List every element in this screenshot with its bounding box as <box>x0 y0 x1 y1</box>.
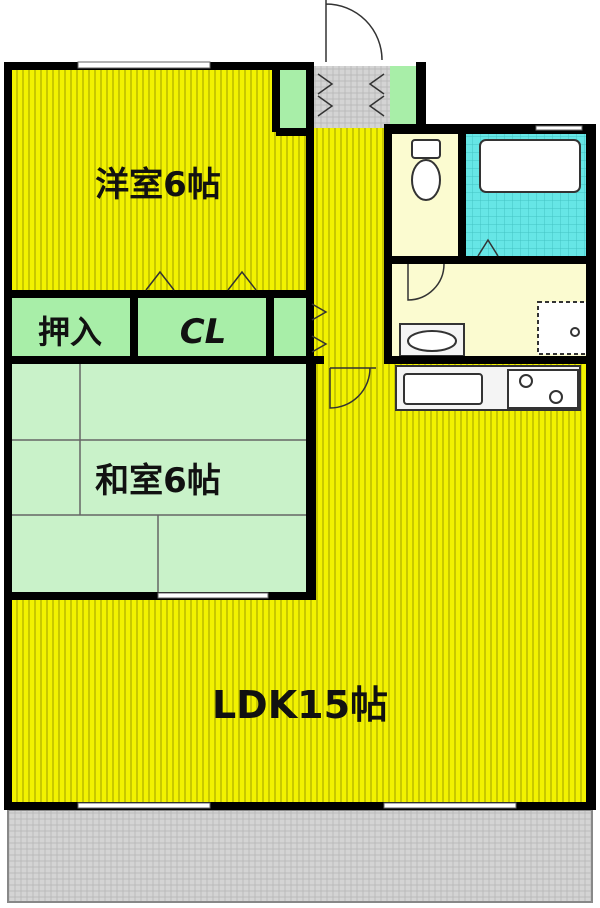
japanese-room-label: 和室6帖 <box>95 461 221 501</box>
balcony <box>7 809 593 903</box>
western-room-floor <box>8 66 310 296</box>
windows <box>77 61 583 809</box>
hallway-floor <box>310 128 388 368</box>
bathtub <box>479 139 581 193</box>
hall-closet-floor <box>270 296 310 358</box>
tatami-mats <box>8 362 314 594</box>
oshiire-label: 押入 <box>38 313 102 351</box>
closet-label: CL <box>180 312 227 352</box>
kitchen-counter <box>395 365 581 411</box>
ldk-label: LDK15帖 <box>212 683 388 727</box>
closet-floor <box>136 296 270 358</box>
entrance-floor <box>310 66 390 128</box>
toilet-fixture <box>411 139 441 201</box>
washing-machine-pan <box>537 301 589 355</box>
doors <box>145 0 499 409</box>
oshiire-floor <box>8 296 136 358</box>
western-room-label: 洋室6帖 <box>95 165 221 205</box>
entrance-left-storage <box>276 66 310 132</box>
washbasin <box>399 323 465 357</box>
